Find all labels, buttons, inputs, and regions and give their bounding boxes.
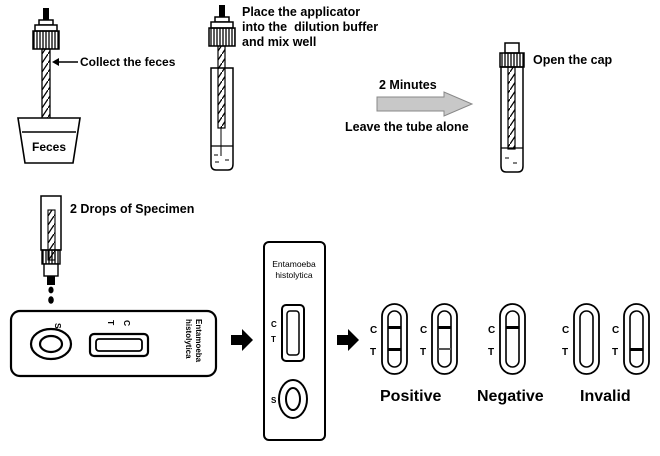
- place-label-1: Place the applicator: [242, 5, 360, 19]
- v-s-marker: S: [271, 396, 277, 405]
- v-t-marker: T: [271, 335, 276, 344]
- invalid-label: Invalid: [580, 388, 631, 405]
- negative-label: Negative: [477, 388, 544, 405]
- r5-c: C: [612, 325, 619, 336]
- arrow-icon: [52, 58, 78, 66]
- horizontal-cassette: S T C Entamoeba histolytica: [9, 309, 218, 378]
- arrow-icon: [231, 329, 253, 351]
- applicator-icon: [32, 8, 60, 132]
- step-open-cap: Open the cap: [499, 42, 613, 173]
- result-window-positive-2: [431, 303, 458, 375]
- drops-label: 2 Drops of Specimen: [70, 202, 194, 216]
- collect-label: Collect the feces: [80, 55, 176, 69]
- vertical-sample-well-icon: [278, 379, 308, 419]
- feces-label: Feces: [32, 140, 66, 154]
- v-c-marker: C: [271, 320, 277, 329]
- step-drops: 2 Drops of Specimen: [40, 195, 194, 304]
- positive-label: Positive: [380, 388, 441, 405]
- h-c-marker: C: [122, 320, 132, 326]
- v-name-line2: histolytica: [275, 270, 313, 280]
- tube-with-applicator-icon: [208, 5, 236, 171]
- result-window-positive-1: [381, 303, 408, 375]
- r1-c: C: [370, 325, 377, 336]
- h-name-line1: Entamoeba: [194, 319, 203, 363]
- r3-c: C: [488, 325, 495, 336]
- sample-well-icon: [29, 327, 73, 361]
- vertical-window-icon: [281, 304, 305, 362]
- place-label-3: and mix well: [242, 35, 316, 49]
- result-window-invalid-1: [573, 303, 600, 375]
- v-name-line1: Entamoeba: [272, 259, 316, 269]
- r4-c: C: [562, 325, 569, 336]
- open-cap-label: Open the cap: [533, 53, 613, 67]
- step-wait: 2 Minutes Leave the tube alone: [345, 78, 474, 134]
- r5-t: T: [612, 347, 618, 358]
- h-s-marker: S: [53, 323, 63, 329]
- result-window-invalid-2: [623, 303, 650, 375]
- minutes-label: 2 Minutes: [379, 78, 437, 92]
- result-window-negative: [499, 303, 526, 375]
- step-place: Place the applicator into the dilution b…: [208, 5, 378, 171]
- r3-t: T: [488, 347, 494, 358]
- step-collect: Collect the feces Feces: [17, 8, 176, 164]
- result-window-icon: [88, 332, 150, 358]
- h-t-marker: T: [106, 320, 116, 326]
- leave-label: Leave the tube alone: [345, 120, 469, 134]
- results-group: C T C T C T C T C: [370, 303, 650, 405]
- r1-t: T: [370, 347, 376, 358]
- arrow-icon: [337, 329, 359, 351]
- place-label-2: into the dilution buffer: [242, 20, 378, 34]
- dropper-tube-icon: [40, 195, 62, 304]
- r2-t: T: [420, 347, 426, 358]
- capped-tube-icon: [499, 42, 525, 173]
- h-name-line2: histolytica: [184, 319, 193, 359]
- big-arrow-icon: [376, 91, 474, 117]
- feces-container-icon: [17, 117, 81, 164]
- vertical-cassette: Entamoeba histolytica C T S: [263, 241, 326, 441]
- r4-t: T: [562, 347, 568, 358]
- r2-c: C: [420, 325, 427, 336]
